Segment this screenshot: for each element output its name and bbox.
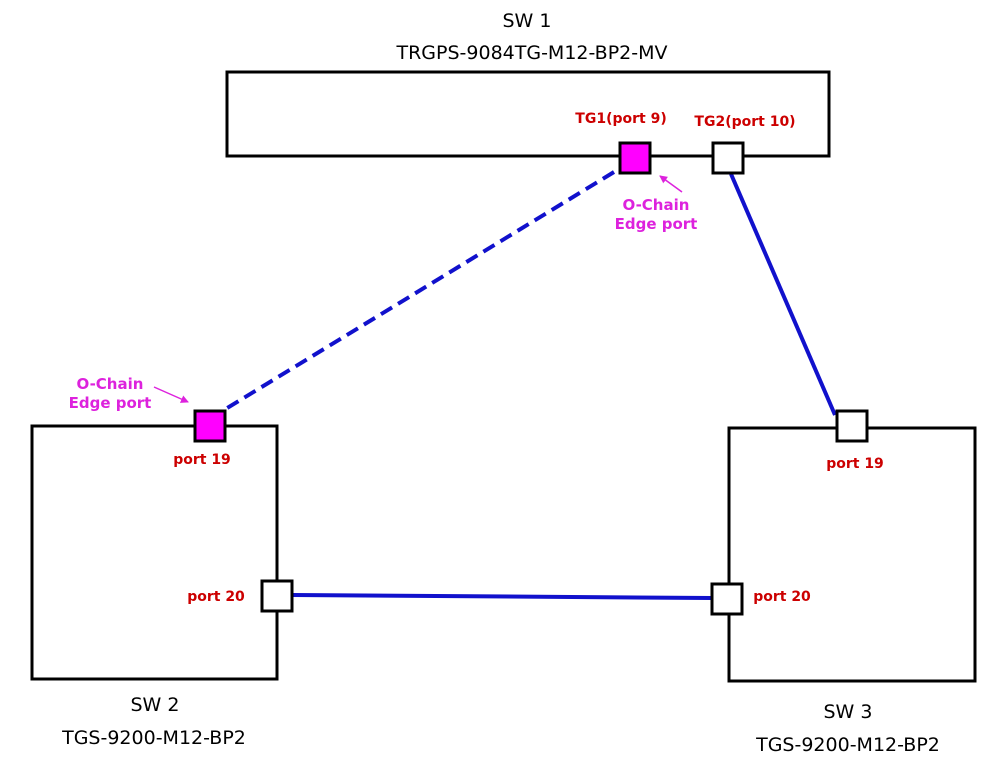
- sw1-tg2-label: TG2(port 10): [694, 114, 795, 130]
- link-sw2-p20-to-sw3-p20: [292, 593, 712, 600]
- sw3-model: TGS-9200-M12-BP2: [755, 734, 940, 756]
- sw1-name: SW 1: [503, 10, 552, 32]
- sw3-p20-port: [710, 582, 744, 616]
- sw1-edge-arrow: [659, 175, 683, 193]
- sw2-edge-label-line1: O-Chain: [77, 375, 144, 393]
- sw2-p20-label: port 20: [187, 589, 245, 605]
- sw1-edge-label-line1: O-Chain: [623, 196, 690, 214]
- sw2-name: SW 2: [131, 694, 180, 716]
- sw1-model: TRGPS-9084TG-M12-BP2-MV: [395, 42, 667, 64]
- link-sw1-tg1-to-sw2-p19: [222, 170, 616, 412]
- sw3-p19-label: port 19: [826, 456, 884, 472]
- sw2-p20-port: [260, 579, 294, 613]
- sw3-p20-label: port 20: [753, 589, 811, 605]
- sw2-p19-port: [193, 409, 227, 443]
- link-sw1-tg2-to-sw3-p19: [729, 173, 837, 416]
- sw1-tg1-label: TG1(port 9): [575, 111, 666, 127]
- sw1-tg1-port: [618, 141, 652, 175]
- sw2-edge-arrow: [153, 386, 189, 403]
- sw3-name: SW 3: [824, 701, 873, 723]
- sw1-tg2-port: [711, 141, 745, 175]
- sw1-edge-label-line2: Edge port: [615, 215, 698, 233]
- sw2-p19-label: port 19: [173, 452, 231, 468]
- sw3-p19-port: [835, 409, 869, 443]
- switch-sw2-box: [30, 424, 279, 681]
- switch-sw3-box: [727, 426, 977, 683]
- sw2-model: TGS-9200-M12-BP2: [61, 727, 246, 749]
- sw2-edge-label-line2: Edge port: [69, 394, 152, 412]
